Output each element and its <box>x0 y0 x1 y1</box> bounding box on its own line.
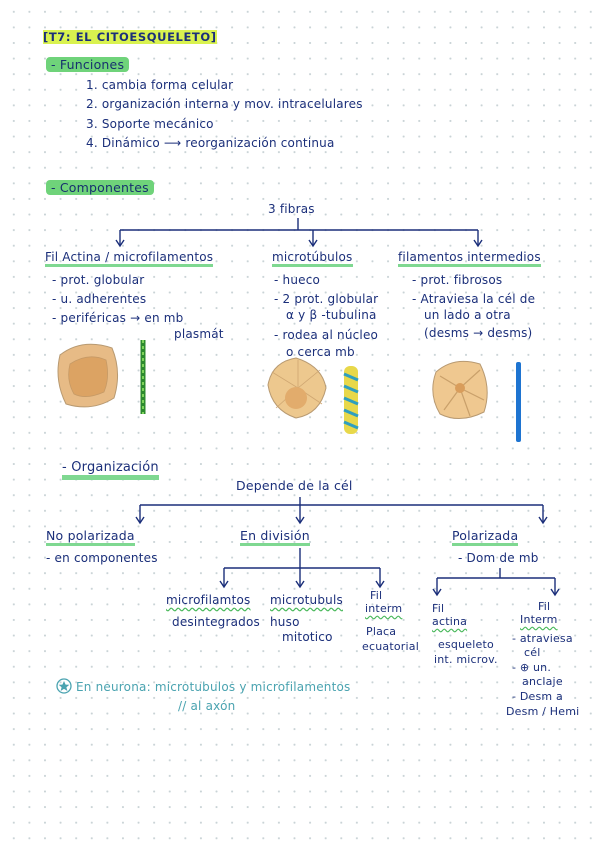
filamentos-line-2: - Atraviesa la cél de <box>412 292 536 306</box>
microtubulos-line-3: α y β -tubulina <box>286 308 377 322</box>
star-circle-icon <box>56 678 72 694</box>
organizacion-heading: - Organización <box>62 460 159 480</box>
intermediate-filament-bar-icon <box>516 362 521 442</box>
microtubulos-line-2: - 2 prot. globular <box>274 292 379 306</box>
componentes-root: 3 fibras <box>268 202 315 216</box>
page-title: [T7: EL CITOESQUELETO] <box>43 30 217 44</box>
division-fil-interm-text-2: ecuatorial <box>362 640 419 653</box>
funciones-item-2: 2. organización interna y mov. intracelu… <box>86 97 363 111</box>
note-line-2: // al axón <box>178 699 236 713</box>
actina-line-1: - prot. globular <box>52 273 145 287</box>
division-microfilamentos-text: desintegrados <box>172 615 260 629</box>
division-microfilamentos-label: microfilamtos <box>166 593 251 607</box>
division-fil-interm-label-1: Fil <box>370 589 383 602</box>
funciones-item-1: 1. cambia forma celular <box>86 78 234 92</box>
no-polarizada-line: - en componentes <box>46 551 158 565</box>
microtubule-cell-illustration <box>267 357 327 419</box>
polarizada-fil-actina-text-2: int. microv. <box>434 653 498 666</box>
polarizada-fil-interm-label-2: Interm <box>520 613 558 626</box>
polarizada-fil-interm-line-3: - ⊕ un. <box>512 661 552 674</box>
intermediate-filament-cell-illustration <box>432 360 488 419</box>
microtubulos-line-5: o cerca mb <box>286 345 355 359</box>
division-fil-interm-text-1: Placa <box>366 625 397 638</box>
polarizada-fil-actina-label-1: Fil <box>432 602 445 615</box>
no-polarizada-heading: No polarizada <box>46 528 135 546</box>
componentes-heading: - Componentes <box>46 180 154 195</box>
polarizada-fil-interm-line-6: Desm / Hemi <box>506 705 580 718</box>
organizacion-root: Depende de la cél <box>236 478 353 493</box>
filamentos-line-3: un lado a otra <box>424 308 511 322</box>
actina-cell-illustration <box>57 343 118 408</box>
polarizada-fil-interm-line-1: - atraviesa <box>512 632 573 645</box>
funciones-item-4: 4. Dinámico ⟶ reorganización continua <box>86 136 335 150</box>
microtubulos-line-4: - rodea al núcleo <box>274 328 379 342</box>
actina-heading: Fil Actina / microfilamentos <box>45 250 214 267</box>
polarizada-line: - Dom de mb <box>458 551 539 565</box>
microtubulos-line-1: - hueco <box>274 273 321 287</box>
polarizada-fil-interm-line-5: - Desm a <box>512 690 563 703</box>
polarizada-fil-actina-label-2: actina <box>432 615 468 628</box>
funciones-item-3: 3. Soporte mecánico <box>86 117 214 131</box>
microtubule-helix-icon <box>343 366 359 434</box>
polarizada-fil-interm-line-4: anclaje <box>522 675 563 688</box>
filamentos-heading: filamentos intermedios <box>398 250 541 267</box>
actina-line-4: plasmát <box>174 327 224 341</box>
division-microtubulos-text-2: mitotico <box>282 630 333 644</box>
division-heading: En división <box>240 528 310 546</box>
microtubulos-heading: microtúbulos <box>272 250 353 267</box>
polarizada-fil-interm-label-1: Fil <box>538 600 551 613</box>
polarizada-fil-actina-text-1: esqueleto <box>438 638 494 651</box>
actina-line-3: - periféricas → en mb <box>52 311 184 325</box>
actina-line-2: - u. adherentes <box>52 292 147 306</box>
note-line-1: En neurona: microtubulos y microfilament… <box>76 680 351 694</box>
division-microtubulos-label: microtubuls <box>270 593 343 607</box>
funciones-heading: - Funciones <box>46 57 130 72</box>
filamentos-line-4: (desms → desms) <box>424 326 533 340</box>
filamentos-line-1: - prot. fibrosos <box>412 273 503 287</box>
polarizada-heading: Polarizada <box>452 528 519 546</box>
division-microtubulos-text-1: huso <box>270 615 300 629</box>
polarizada-fil-interm-line-2: cél <box>524 646 541 659</box>
division-fil-interm-label-2: interm <box>365 602 403 615</box>
